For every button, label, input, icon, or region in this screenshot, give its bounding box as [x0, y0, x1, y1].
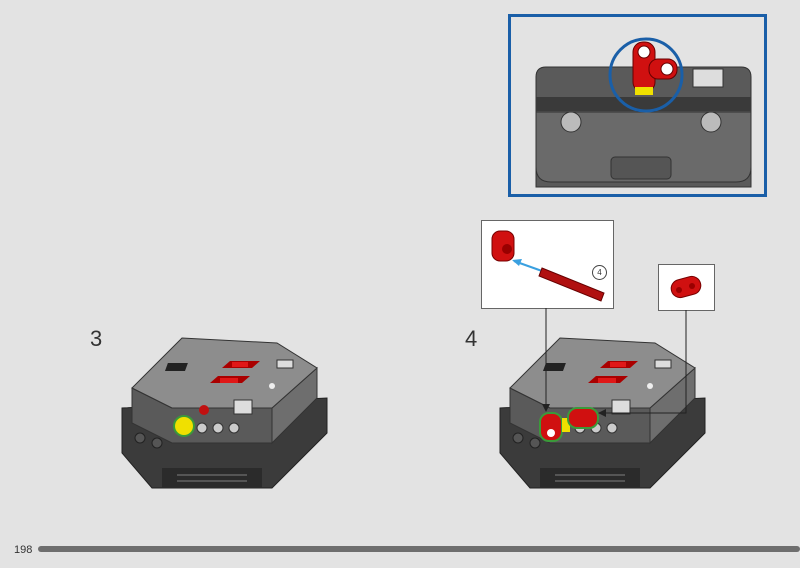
- page-number: 198: [14, 544, 33, 556]
- quantity-badge: 4: [592, 265, 607, 280]
- detail-inset: [508, 14, 767, 197]
- progress-bar: [38, 546, 800, 552]
- step-number-3: 3: [90, 326, 103, 351]
- step-4-hub-illustration: [499, 337, 706, 489]
- callout-axle-into-beam: 4: [481, 220, 614, 309]
- axle-beam-illustration: [491, 230, 605, 302]
- beam-part-illustration: [670, 275, 702, 299]
- step-number-4: 4: [465, 326, 478, 351]
- callout-beam-part: [658, 264, 715, 311]
- step-3-hub-illustration: [121, 337, 328, 489]
- detail-hub-illustration: [535, 37, 752, 188]
